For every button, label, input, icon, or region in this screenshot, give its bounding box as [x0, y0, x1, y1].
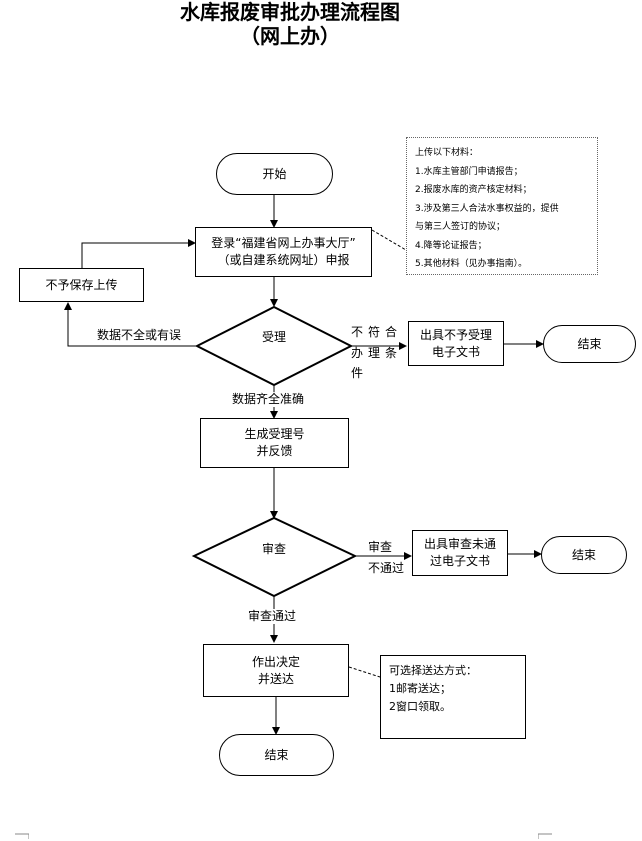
delivery-item: 2窗口领取。 [389, 700, 451, 713]
edge-label-review-pass: 审查通过 [248, 609, 297, 624]
edge-label-not-qualified-2: 办理条 [351, 346, 403, 360]
start-node: 开始 [216, 153, 333, 195]
accept-label: 受理 [261, 330, 286, 344]
accept-diamond [194, 305, 354, 387]
materials-heading: 上传以下材料： [415, 148, 479, 158]
arrow-accept-reject [64, 302, 197, 347]
review-fail-doc-box: 出具审查未通 过电子文书 [412, 530, 508, 576]
materials-item: 5.其他材料（见办事指南）。 [415, 259, 528, 269]
edge-label-review-fail-1: 审查 [368, 540, 393, 554]
edge-label-not-qualified-1: 不符合 [351, 325, 403, 339]
review-diamond [191, 516, 358, 598]
callout-line-materials [371, 229, 407, 251]
edge-label-not-qualified-3: 件 [351, 366, 364, 380]
page-corner-mark-left [15, 833, 29, 839]
decision-box: 作出决定 并送达 [203, 644, 349, 697]
review-label: 审查 [261, 542, 286, 556]
materials-item: 3.涉及第三人合法水事权益的，提供 [415, 203, 559, 214]
materials-item: 1.水库主管部门申请报告； [415, 166, 523, 177]
delivery-item: 1邮寄送达； [389, 682, 451, 695]
no-accept-doc-box: 出具不予受理 电子文书 [408, 321, 504, 366]
callout-line-delivery [348, 666, 381, 678]
end-node-2: 结束 [541, 536, 627, 574]
delivery-heading: 可选择送达方式： [389, 664, 477, 677]
materials-item: 与第三人签订的协议； [415, 222, 506, 232]
materials-note: 上传以下材料： 1.水库主管部门申请报告； 2.报废水库的资产核定材料； 3.涉… [406, 137, 598, 275]
materials-item: 2.报废水库的资产核定材料； [415, 185, 532, 195]
materials-item: 4.降等论证报告； [415, 240, 487, 251]
edge-label-review-fail-2: 不通过 [368, 561, 405, 575]
edge-label-incomplete: 数据不全或有误 [97, 328, 182, 342]
edge-label-complete: 数据齐全准确 [232, 392, 305, 407]
login-box: 登录“福建省网上办事大厅” （或自建系统网址）申报 [195, 227, 372, 277]
page-subtitle: （网上办） [240, 24, 340, 48]
page-title: 水库报废审批办理流程图 [180, 0, 400, 24]
reject-save-box: 不予保存上传 [19, 268, 144, 302]
page-corner-mark-right [538, 833, 552, 839]
delivery-note: 可选择送达方式： 1邮寄送达； 2窗口领取。 [380, 655, 526, 739]
end-node-3: 结束 [219, 734, 334, 776]
end-node-1: 结束 [543, 325, 636, 363]
arrow-reject-login [81, 239, 196, 268]
gen-number-box: 生成受理号 并反馈 [200, 418, 349, 468]
